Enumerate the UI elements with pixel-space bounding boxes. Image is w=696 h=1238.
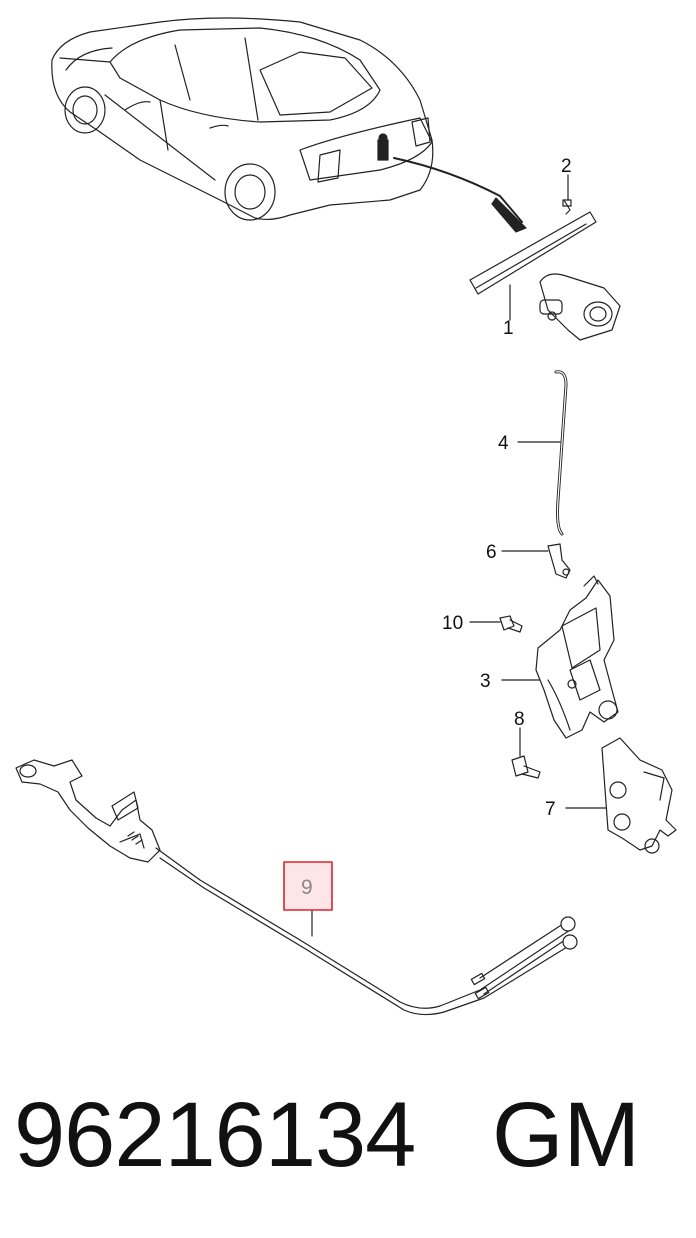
part-6-clip	[501, 543, 571, 579]
car-illustration	[51, 17, 527, 233]
callout-9-highlight	[283, 861, 333, 911]
callout-4: 4	[498, 433, 509, 454]
part-7-plate	[565, 737, 677, 854]
part-1-lock-bar	[469, 174, 621, 341]
callout-10: 10	[442, 613, 463, 634]
part-4-rod	[517, 370, 568, 536]
part-number: 96216134	[14, 1084, 416, 1186]
part-3-latch	[501, 575, 619, 739]
parts-diagram: 2 1 4 6 10 3 8 7 9	[15, 17, 677, 1016]
callout-6: 6	[486, 542, 497, 563]
part-9-cable	[15, 759, 578, 1016]
callout-3: 3	[480, 671, 491, 692]
callout-7: 7	[545, 799, 556, 820]
part-8-bolt	[511, 727, 541, 779]
footer: 96216134 GM	[0, 1075, 696, 1195]
callout-1: 1	[503, 318, 514, 339]
part-10-bolt	[469, 615, 523, 633]
brand-name: GM	[492, 1084, 641, 1186]
callout-2: 2	[561, 156, 572, 177]
callout-9: 9	[301, 876, 313, 899]
callout-8: 8	[514, 709, 525, 730]
